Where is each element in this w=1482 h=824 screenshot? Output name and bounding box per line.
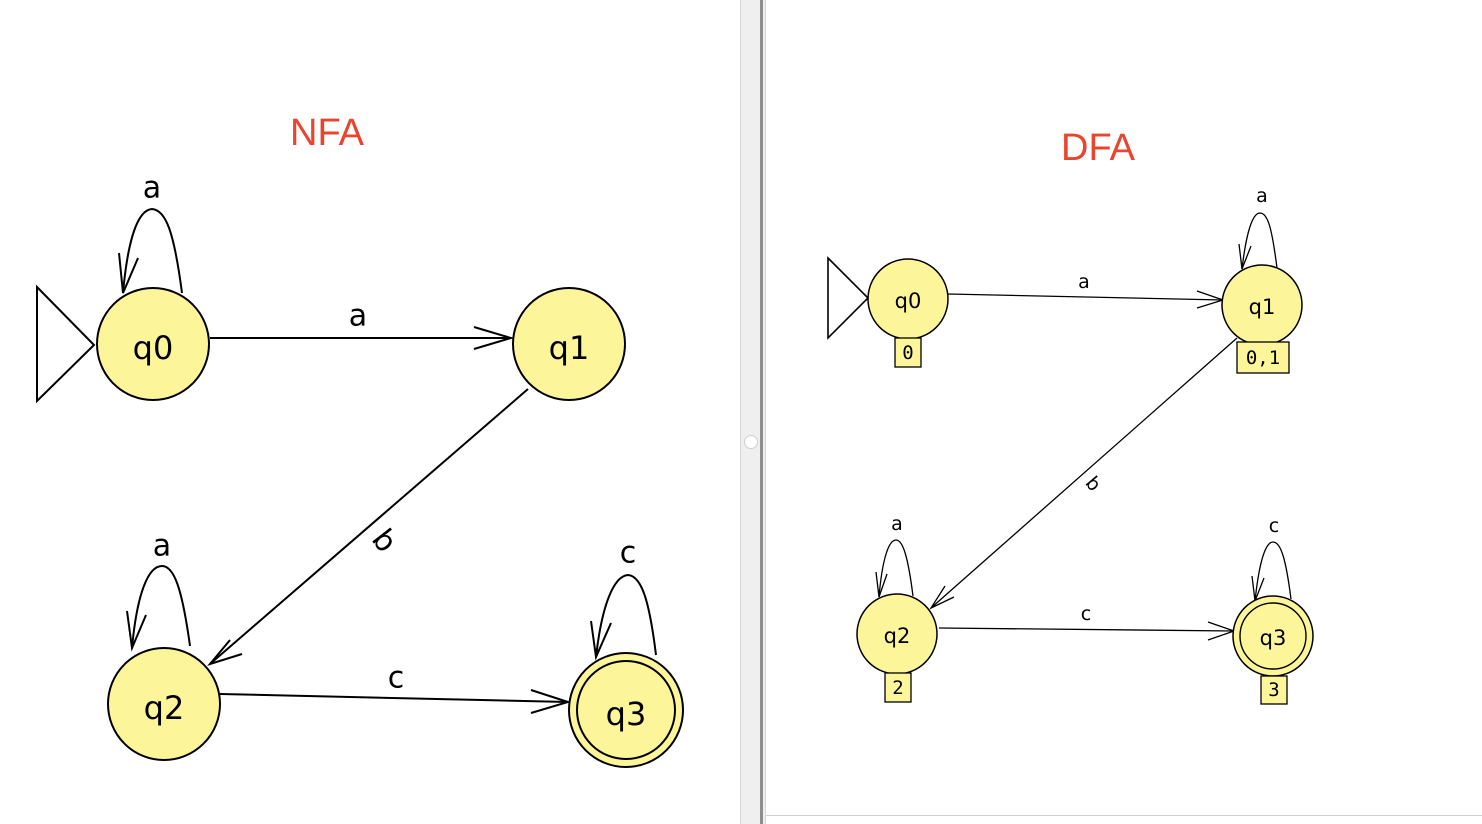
nfa-edge-q1-q2-label: b	[364, 523, 403, 560]
dfa-edge-q1-q2[interactable]: b	[929, 337, 1238, 610]
nfa-edge-q2-q3-label: c	[388, 661, 405, 696]
nfa-state-q2-label: q2	[144, 689, 185, 727]
dfa-state-q3-subset: 3	[1268, 679, 1279, 701]
nfa-diagram: a a b a c c	[36, 171, 684, 768]
dfa-edge-q2-q2-label: a	[891, 513, 903, 535]
dfa-state-q1[interactable]: q1 0,1	[1221, 264, 1303, 374]
dfa-edge-q2-q3[interactable]: c	[938, 603, 1236, 641]
dfa-state-q0-label: q0	[895, 289, 922, 313]
dfa-edge-q3-q3[interactable]: c	[1251, 515, 1292, 602]
dfa-diagram: a a b a c c	[827, 185, 1314, 705]
nfa-edge-q3-q3-label: c	[620, 536, 637, 571]
nfa-edge-q2-q2[interactable]: a	[126, 529, 191, 652]
dfa-edge-q2-q2[interactable]: a	[875, 513, 914, 598]
divider-drag-handle[interactable]	[744, 435, 758, 449]
nfa-state-q3[interactable]: q3	[568, 652, 684, 768]
divider-rule	[760, 0, 763, 824]
nfa-canvas[interactable]: NFA a a b a	[0, 0, 740, 824]
nfa-state-q2[interactable]: q2	[107, 647, 221, 761]
dfa-edge-q0-q1-label: a	[1078, 271, 1090, 293]
nfa-edge-q2-q3[interactable]: c	[219, 661, 572, 714]
dfa-title: DFA	[1061, 127, 1135, 169]
dfa-state-q0[interactable]: q0 0	[867, 258, 949, 368]
dfa-state-q3[interactable]: q3 3	[1232, 595, 1314, 705]
nfa-state-q1-label: q1	[549, 329, 590, 367]
nfa-state-q0-label: q0	[133, 329, 174, 367]
nfa-state-q0[interactable]: q0	[96, 287, 210, 401]
dfa-edge-q1-q2-label: b	[1081, 472, 1106, 495]
dfa-edge-q3-q3-label: c	[1269, 515, 1279, 537]
dfa-state-q2-subset: 2	[892, 677, 903, 699]
dfa-pane-bottom-border	[766, 815, 1482, 816]
nfa-edge-q0-q0-label: a	[143, 171, 161, 206]
nfa-edge-q0-q0[interactable]: a	[118, 171, 183, 294]
nfa-edge-q3-q3[interactable]: c	[590, 536, 657, 661]
split-pane-divider[interactable]	[740, 0, 766, 824]
dfa-edge-q2-q3-label: c	[1081, 603, 1091, 625]
nfa-state-q3-label: q3	[606, 695, 647, 733]
dfa-state-q1-label: q1	[1249, 295, 1276, 319]
dfa-edge-q1-q1[interactable]: a	[1238, 185, 1278, 270]
nfa-state-q1[interactable]: q1	[512, 287, 626, 401]
nfa-edge-q1-q2[interactable]: b	[207, 388, 529, 666]
dfa-state-q3-label: q3	[1260, 626, 1287, 650]
nfa-initial-marker	[36, 284, 96, 404]
nfa-edge-q0-q1-label: a	[349, 299, 367, 334]
dfa-edge-q1-q1-label: a	[1256, 185, 1268, 207]
dfa-canvas[interactable]: DFA a a b a	[766, 0, 1482, 824]
nfa-edge-q0-q1[interactable]: a	[210, 299, 515, 350]
dfa-edge-q0-q1[interactable]: a	[947, 271, 1226, 309]
dfa-state-q0-subset: 0	[902, 342, 913, 364]
dfa-initial-marker	[827, 256, 870, 340]
dfa-state-q2-label: q2	[884, 624, 911, 648]
nfa-title: NFA	[290, 112, 364, 154]
dfa-state-q2[interactable]: q2 2	[856, 593, 938, 703]
dfa-state-q1-subset: 0,1	[1246, 347, 1280, 369]
nfa-edge-q2-q2-label: a	[153, 529, 171, 564]
